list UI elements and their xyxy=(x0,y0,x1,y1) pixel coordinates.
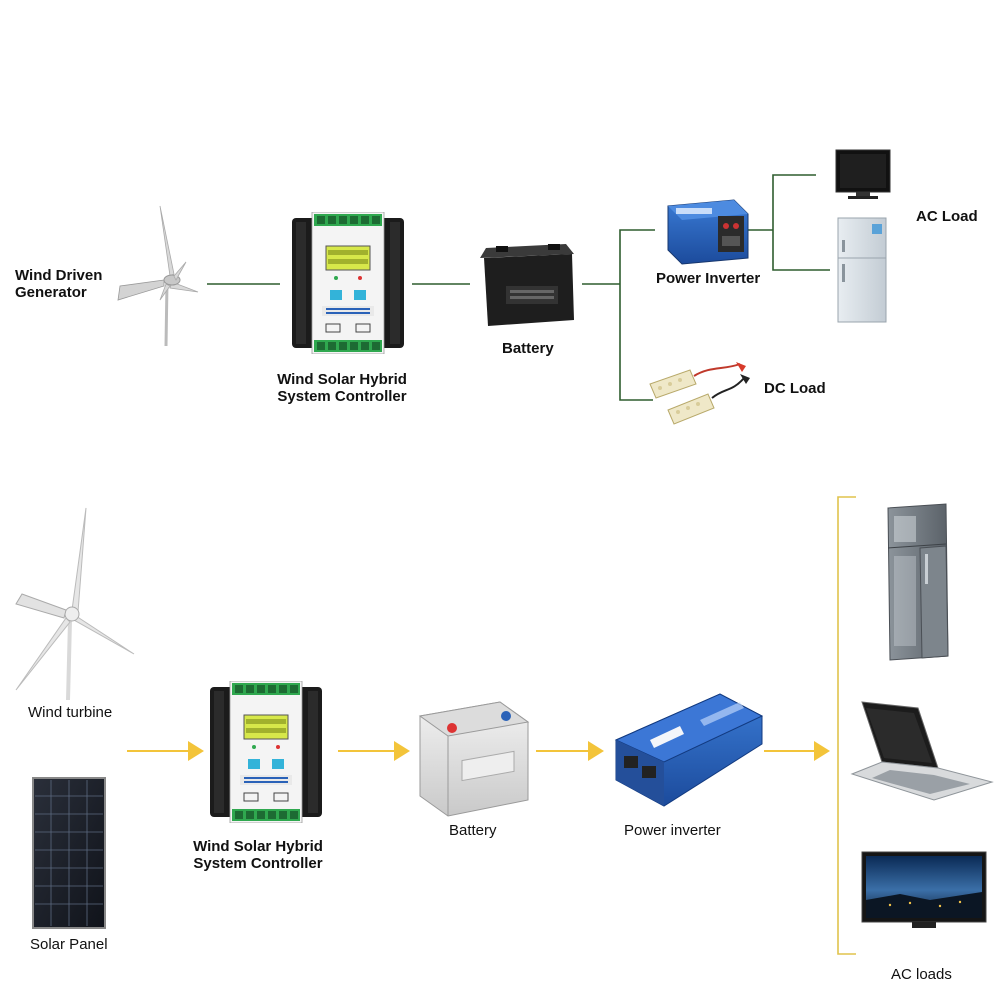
tv-top-icon xyxy=(835,149,891,199)
label-wind-generator-line2: Generator xyxy=(15,284,87,301)
label-controller-top-line2: System Controller xyxy=(277,388,407,405)
controller-bottom-device xyxy=(210,681,322,823)
arrow-battery-to-inverter xyxy=(536,741,604,761)
label-battery-top: Battery xyxy=(502,340,554,357)
fridge-bottom-icon xyxy=(887,503,949,661)
battery-top-icon xyxy=(480,244,574,326)
label-battery-bottom: Battery xyxy=(449,822,497,839)
top-wiring xyxy=(207,174,830,401)
wind-generator-small-icon xyxy=(117,205,199,347)
solar-panel-icon xyxy=(32,777,106,929)
label-controller-top-line1: Wind Solar Hybrid xyxy=(277,371,407,388)
dc-load-top-icon xyxy=(649,362,750,425)
label-power-inverter-top: Power Inverter xyxy=(656,270,761,287)
label-controller-top: Wind Solar Hybrid System Controller xyxy=(262,371,422,405)
label-controller-bottom: Wind Solar Hybrid System Controller xyxy=(178,838,338,872)
controller-top-device xyxy=(292,212,404,354)
battery-bottom-icon xyxy=(418,701,530,817)
label-controller-bottom-line2: System Controller xyxy=(193,855,323,872)
arrow-source-to-controller xyxy=(127,741,204,761)
wind-turbine-icon xyxy=(15,507,135,701)
label-wind-generator: Wind Driven Generator xyxy=(15,267,102,301)
tv-bottom-icon xyxy=(861,851,987,928)
bottom-arrows xyxy=(127,741,830,761)
arrow-inverter-to-loads xyxy=(764,741,830,761)
label-wind-turbine: Wind turbine xyxy=(28,704,113,721)
label-controller-bottom-line1: Wind Solar Hybrid xyxy=(193,838,323,855)
arrow-controller-to-battery xyxy=(338,741,410,761)
label-dc-load: DC Load xyxy=(764,380,826,397)
power-inverter-bottom-icon xyxy=(614,693,764,807)
label-ac-loads: AC loads xyxy=(891,966,952,983)
fridge-top-icon xyxy=(837,217,887,323)
label-ac-load: AC Load xyxy=(916,208,978,225)
laptop-bottom-icon xyxy=(850,701,994,801)
ac-loads-bracket xyxy=(837,496,856,955)
label-wind-generator-line1: Wind Driven xyxy=(15,267,103,284)
label-solar-panel: Solar Panel xyxy=(30,936,108,953)
label-power-inverter-bottom: Power inverter xyxy=(624,822,721,839)
power-inverter-top-icon xyxy=(667,199,749,265)
